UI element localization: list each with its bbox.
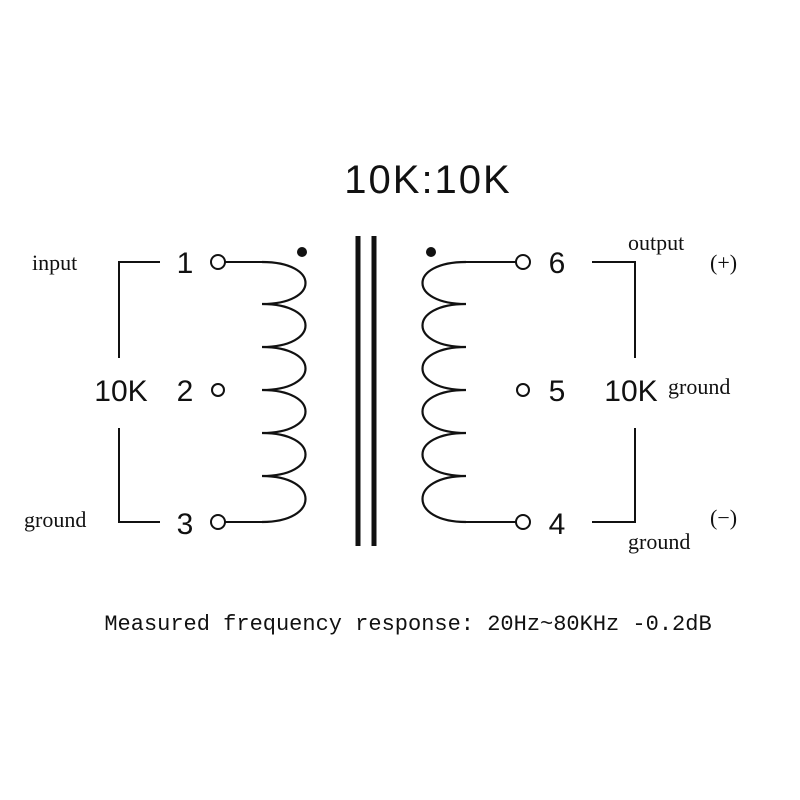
primary-winding [225, 260, 307, 524]
primary-polarity-dot [297, 247, 307, 257]
primary-impedance-label: 10K [94, 375, 147, 408]
pin-3-terminal [210, 514, 226, 530]
pin-4-number: 4 [549, 508, 566, 541]
pin-2-number: 2 [177, 375, 194, 408]
secondary-winding [421, 260, 517, 524]
pin-5-number: 5 [549, 375, 566, 408]
secondary-polarity-dot [426, 247, 436, 257]
output-negative-sign: (−) [710, 505, 737, 530]
output-label: output [628, 230, 684, 255]
secondary-center-ground-label: ground [668, 374, 730, 399]
secondary-bottom-ground-label: ground [628, 529, 690, 554]
pin-5-terminal [516, 383, 530, 397]
ratio-title: 10K:10K [344, 158, 511, 202]
pin-1-number: 1 [177, 247, 194, 280]
input-label: input [32, 250, 77, 275]
pin-2-terminal [211, 383, 225, 397]
secondary-impedance-label: 10K [604, 375, 657, 408]
pin-6-terminal [515, 254, 531, 270]
output-positive-sign: (+) [710, 250, 737, 275]
pin-3-number: 3 [177, 508, 194, 541]
primary-ground-label: ground [24, 507, 86, 532]
pin-1-terminal [210, 254, 226, 270]
primary-impedance-bracket [118, 261, 160, 523]
pin-6-number: 6 [549, 247, 566, 280]
secondary-impedance-bracket [592, 261, 636, 523]
pin-4-terminal [515, 514, 531, 530]
frequency-response-caption: Measured frequency response: 20Hz~80KHz … [104, 612, 711, 637]
